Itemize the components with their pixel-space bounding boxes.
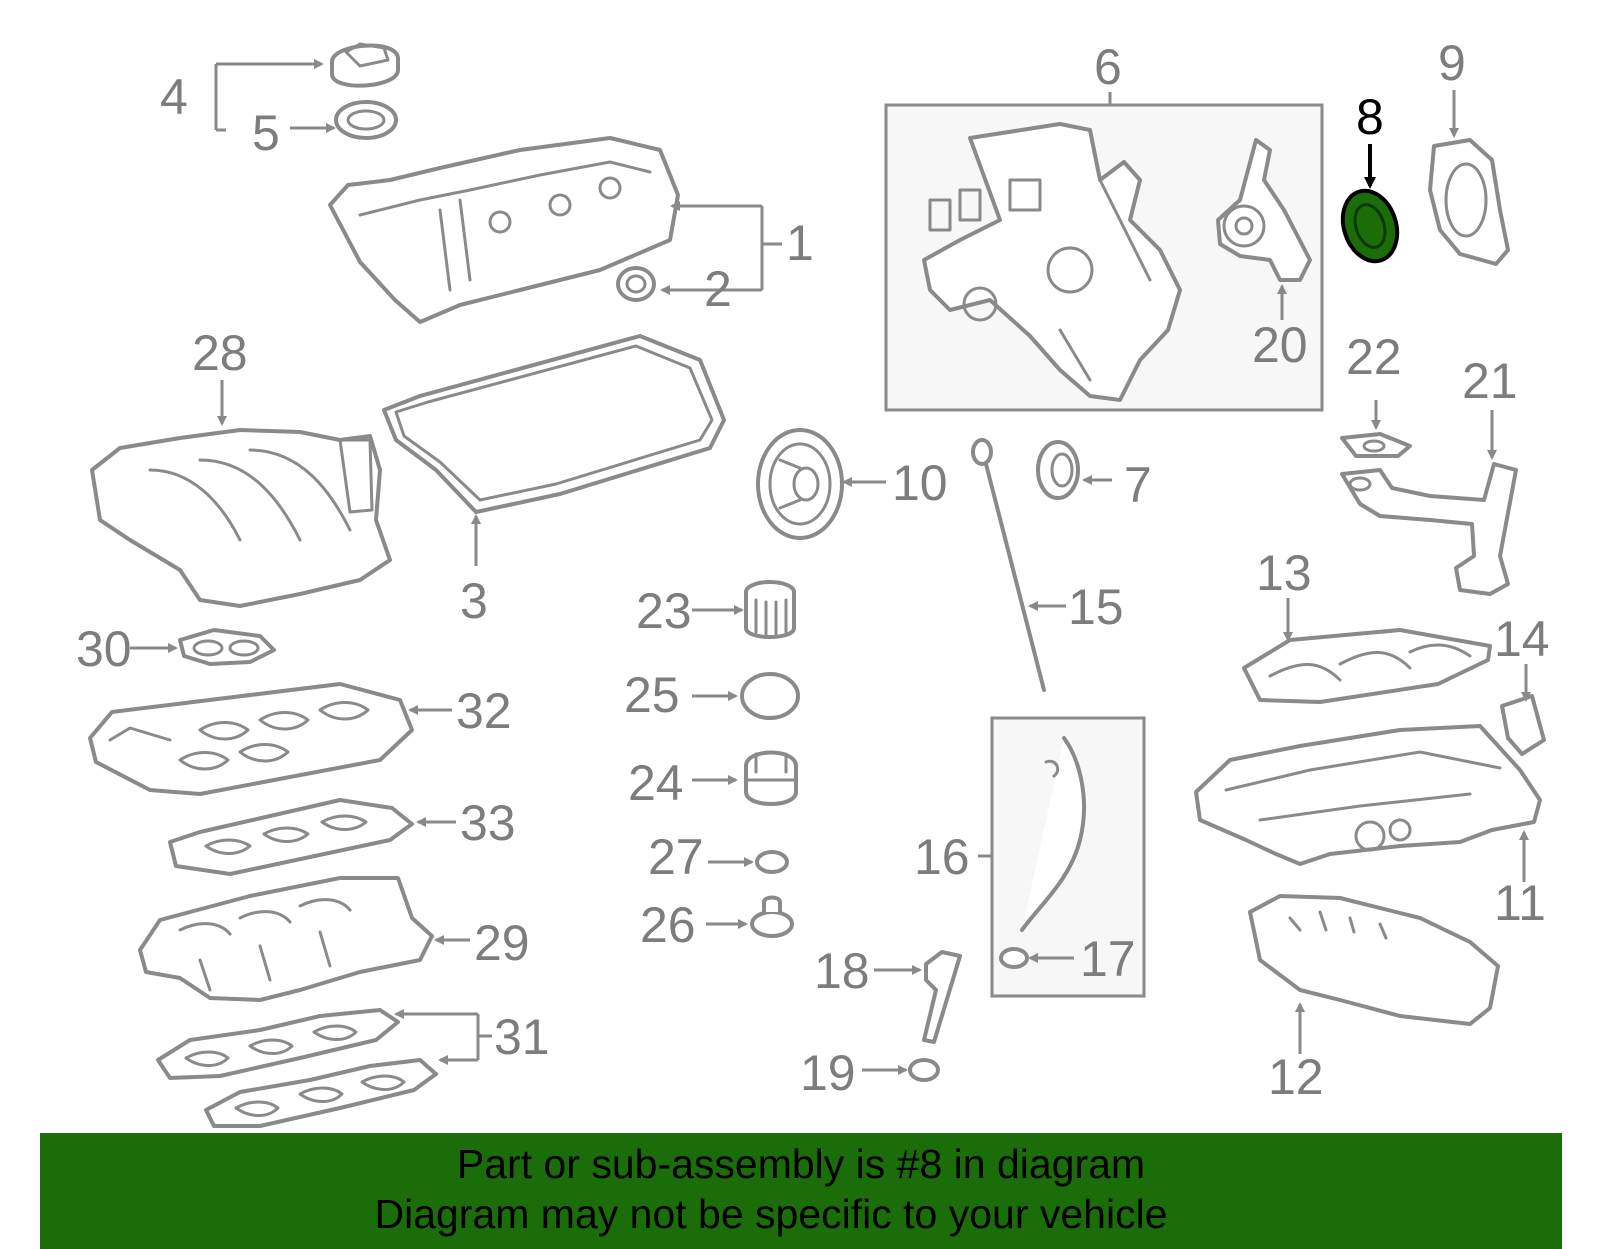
callout-30: 30 [76,621,132,677]
callout-33: 33 [460,795,516,851]
part-drain-o-ring[interactable] [755,850,789,874]
part-exhaust-manifold-gaskets[interactable] [156,1008,438,1128]
callout-10: 10 [892,455,948,511]
callout-26: 26 [640,897,696,953]
part-manifold-gasket[interactable] [168,798,414,876]
leader-lines [130,59,1531,1075]
part-strainer-gasket[interactable] [1340,432,1412,458]
part-spark-plug-tube-seal[interactable] [616,266,656,302]
part-plenum-gasket[interactable] [178,628,276,666]
callout-labels: 1 2 3 4 5 6 7 8 9 10 11 12 13 14 15 16 1… [76,35,1550,1105]
callout-5: 5 [252,105,280,161]
part-upper-oil-pan[interactable] [1194,724,1542,866]
part-rear-oil-seal-retainer[interactable] [1428,138,1510,266]
part-dipstick-guide-tube[interactable] [1020,736,1087,932]
callout-23: 23 [636,583,692,639]
callout-13: 13 [1256,545,1312,601]
part-valve-cover[interactable] [328,136,680,324]
part-oil-pan-baffle[interactable] [1242,628,1492,704]
part-intake-manifold[interactable] [138,876,434,1002]
callout-18: 18 [814,943,870,999]
part-filler-cap-gasket[interactable] [334,100,398,140]
part-oil-pump[interactable] [1216,138,1312,282]
part-guide-o-ring[interactable] [999,947,1029,969]
part-lower-oil-pan[interactable] [1248,894,1500,1026]
callout-12: 12 [1268,1049,1324,1105]
callout-20: 20 [1252,317,1308,373]
part-intake-plenum[interactable] [90,428,392,608]
callout-15: 15 [1068,579,1124,635]
part-valve-cover-gasket[interactable] [382,334,726,514]
part-intake-manifold-plate[interactable] [88,682,414,796]
info-banner: Part or sub-assembly is #8 in diagram Di… [40,1133,1562,1249]
callout-25: 25 [624,667,680,723]
callout-9: 9 [1438,35,1466,91]
callout-31: 31 [494,1009,550,1065]
callout-17: 17 [1080,931,1136,987]
part-oil-filter-element[interactable] [744,580,796,639]
callout-1: 1 [786,215,814,271]
callout-21: 21 [1462,353,1518,409]
part-filter-cap-o-ring[interactable] [740,672,800,720]
callout-2: 2 [704,261,732,317]
callout-27: 27 [648,829,704,885]
callout-16: 16 [914,829,970,885]
part-front-crankshaft-oil-seal[interactable] [1036,440,1080,500]
banner-part-line: Part or sub-assembly is #8 in diagram [456,1141,1146,1187]
callout-7: 7 [1124,457,1152,513]
part-oil-filter-cap[interactable] [744,750,798,806]
callout-32: 32 [456,683,512,739]
callout-6: 6 [1094,39,1122,95]
banner-disclaimer-line: Diagram may not be specific to your vehi… [374,1191,1168,1237]
callout-14: 14 [1494,611,1550,667]
part-crankshaft-pulley[interactable] [756,428,844,540]
part-oil-filler-cap[interactable] [330,42,400,88]
part-oil-dipstick[interactable] [971,438,1046,692]
callout-29: 29 [474,915,530,971]
callout-22: 22 [1346,329,1402,385]
part-oil-pan-cover-gasket[interactable] [1500,694,1546,756]
part-o-ring-small[interactable] [908,1058,940,1082]
callout-24: 24 [628,755,684,811]
callout-11: 11 [1494,875,1546,931]
callout-8[interactable]: 8 [1356,89,1384,145]
part-drain-plug[interactable] [750,895,794,938]
callout-3: 3 [460,573,488,629]
part-dipstick-guide-bracket[interactable] [922,950,962,1044]
part-8-oil-seal-highlighted[interactable] [1334,184,1406,269]
callout-19: 19 [800,1045,856,1101]
callout-4: 4 [160,69,188,125]
callout-28: 28 [192,325,248,381]
part-timing-chain-cover[interactable] [922,122,1182,402]
part-oil-strainer[interactable] [1340,462,1518,596]
